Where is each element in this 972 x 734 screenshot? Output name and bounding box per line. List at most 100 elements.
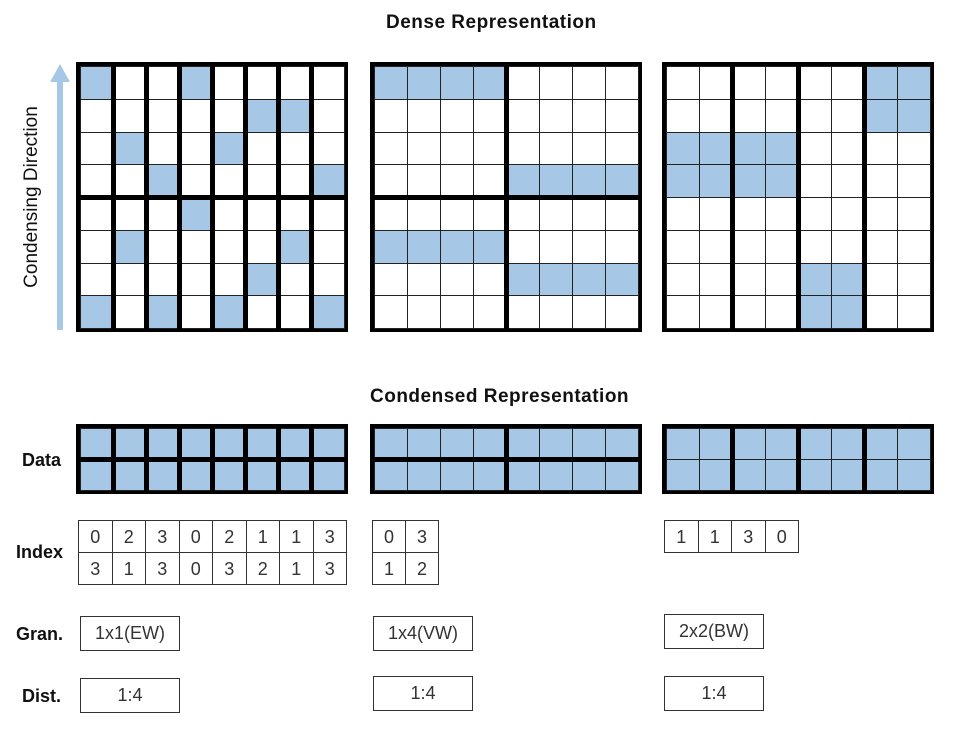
dense-ew-cell — [245, 131, 279, 166]
dense-bw-cell — [864, 131, 898, 166]
dense-bw-cell — [765, 164, 799, 198]
dense-ew-cell — [179, 164, 213, 198]
dense-ew-cell — [146, 197, 180, 231]
dense-ew-cell — [311, 229, 345, 264]
condensed-bw-cell — [831, 459, 865, 491]
dense-bw-cell — [864, 66, 898, 100]
dense-bw-cell — [699, 164, 733, 198]
dense-ew-cell — [245, 98, 279, 133]
dense-ew-cell — [278, 295, 312, 329]
index-row-label: Index — [16, 542, 64, 562]
index-cell: 3 — [145, 552, 180, 585]
condensed-bw-cell — [831, 428, 865, 460]
condensed-representation-title: Condensed Representation — [370, 386, 630, 407]
dense-bw-cell — [765, 197, 799, 231]
dist-row-label: Dist. — [22, 686, 62, 706]
dense-ew-cell — [245, 229, 279, 264]
dense-ew-cell — [311, 295, 345, 329]
dense-bw-cell — [666, 197, 700, 231]
index-cell: 3 — [212, 552, 247, 585]
dense-vw-cell — [506, 164, 540, 198]
dense-bw-cell — [831, 197, 865, 231]
dense-vw-cell — [440, 229, 474, 264]
dense-bw-cell — [864, 229, 898, 264]
dense-ew-cell — [311, 66, 345, 100]
condensed-vw-cell — [605, 459, 639, 491]
dense-ew-cell — [179, 66, 213, 100]
dense-bw-cell — [864, 295, 898, 329]
dense-ew-cell — [80, 197, 114, 231]
index-cell: 3 — [731, 520, 766, 553]
dense-vw-cell — [605, 164, 639, 198]
index-cell: 2 — [212, 520, 247, 553]
condensed-ew-cell — [311, 428, 345, 460]
dense-bw-cell — [798, 131, 832, 166]
dense-bw-cell — [765, 131, 799, 166]
dense-ew-cell — [146, 98, 180, 133]
index-cell: 0 — [372, 520, 406, 553]
dense-bw-cell — [699, 66, 733, 100]
dense-ew-cell — [80, 164, 114, 198]
dense-ew-cell — [278, 131, 312, 166]
dense-bw-cell — [666, 66, 700, 100]
condensed-vw-cell — [605, 428, 639, 460]
dense-ew-cell — [212, 164, 246, 198]
dense-bw-cell — [897, 229, 931, 264]
dense-ew-cell — [146, 164, 180, 198]
condensed-data-bw — [662, 424, 934, 494]
dense-vw-cell — [539, 295, 573, 329]
distribution-ew: 1:4 — [80, 678, 180, 713]
condensed-vw-cell — [572, 428, 606, 460]
dense-bw-cell — [798, 262, 832, 297]
dense-bw-cell — [831, 229, 865, 264]
condensed-vw-cell — [374, 459, 408, 491]
dense-bw-cell — [798, 164, 832, 198]
index-cell: 1 — [279, 520, 314, 553]
condensed-vw-cell — [539, 459, 573, 491]
condensed-bw-cell — [864, 459, 898, 491]
condensed-bw-cell — [897, 428, 931, 460]
dense-bw-cell — [666, 98, 700, 133]
dense-bw-cell — [798, 66, 832, 100]
dense-matrix-ew — [76, 62, 348, 332]
dense-bw-cell — [831, 295, 865, 329]
index-cell: 0 — [764, 520, 799, 553]
granularity-bw: 2x2(BW) — [664, 614, 764, 649]
dense-ew-cell — [80, 295, 114, 329]
condensing-direction-label: Condensing Direction — [21, 106, 42, 288]
dense-bw-cell — [765, 66, 799, 100]
index-cell: 3 — [312, 552, 347, 585]
condensed-data-ew — [76, 424, 348, 494]
dense-vw-cell — [374, 295, 408, 329]
dense-vw-cell — [539, 66, 573, 100]
dense-ew-cell — [278, 98, 312, 133]
dense-bw-cell — [732, 262, 766, 297]
condensed-ew-cell — [278, 428, 312, 460]
condensed-ew-cell — [179, 459, 213, 491]
condensed-vw-cell — [440, 459, 474, 491]
condensed-ew-cell — [80, 428, 114, 460]
condensed-vw-cell — [473, 459, 507, 491]
dense-ew-cell — [80, 98, 114, 133]
dense-bw-separator — [729, 62, 735, 332]
index-cell: 1 — [664, 520, 699, 553]
distribution-vw: 1:4 — [373, 676, 473, 711]
index-cell: 3 — [145, 520, 180, 553]
dense-ew-cell — [311, 98, 345, 133]
dense-bw-cell — [666, 295, 700, 329]
dense-ew-cell — [245, 295, 279, 329]
index-cell: 1 — [111, 552, 146, 585]
dense-vw-cell — [473, 262, 507, 297]
dense-ew-cell — [80, 262, 114, 297]
dense-vw-cell — [374, 262, 408, 297]
condensed-vw-cell — [572, 459, 606, 491]
condensed-bw-cell — [699, 428, 733, 460]
dense-ew-cell — [278, 66, 312, 100]
dense-bw-cell — [666, 164, 700, 198]
dense-ew-cell — [113, 98, 147, 133]
condensed-bw-cell — [798, 459, 832, 491]
condensed-ew-cell — [113, 428, 147, 460]
dense-vw-cell — [572, 131, 606, 166]
dense-bw-cell — [732, 197, 766, 231]
condensed-vw-cell — [440, 428, 474, 460]
